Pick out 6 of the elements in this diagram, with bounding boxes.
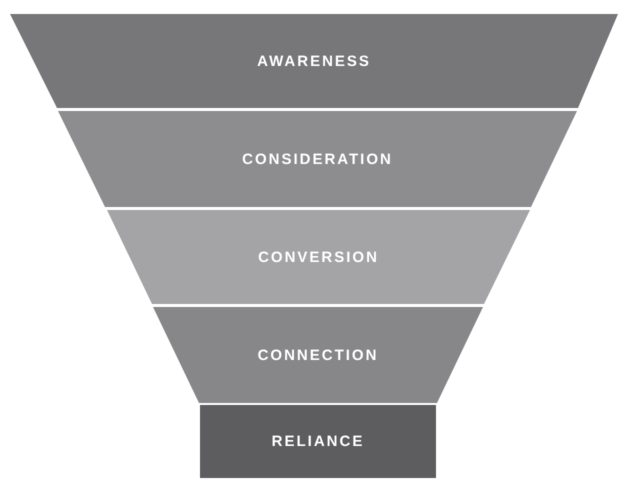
stage-label: CONVERSION <box>258 248 379 266</box>
stage-label: AWARENESS <box>257 52 371 70</box>
stage-label: CONSIDERATION <box>242 150 393 168</box>
funnel-base-box <box>200 405 436 478</box>
stage-label: CONNECTION <box>258 346 378 364</box>
stage-label: RELIANCE <box>272 433 364 450</box>
